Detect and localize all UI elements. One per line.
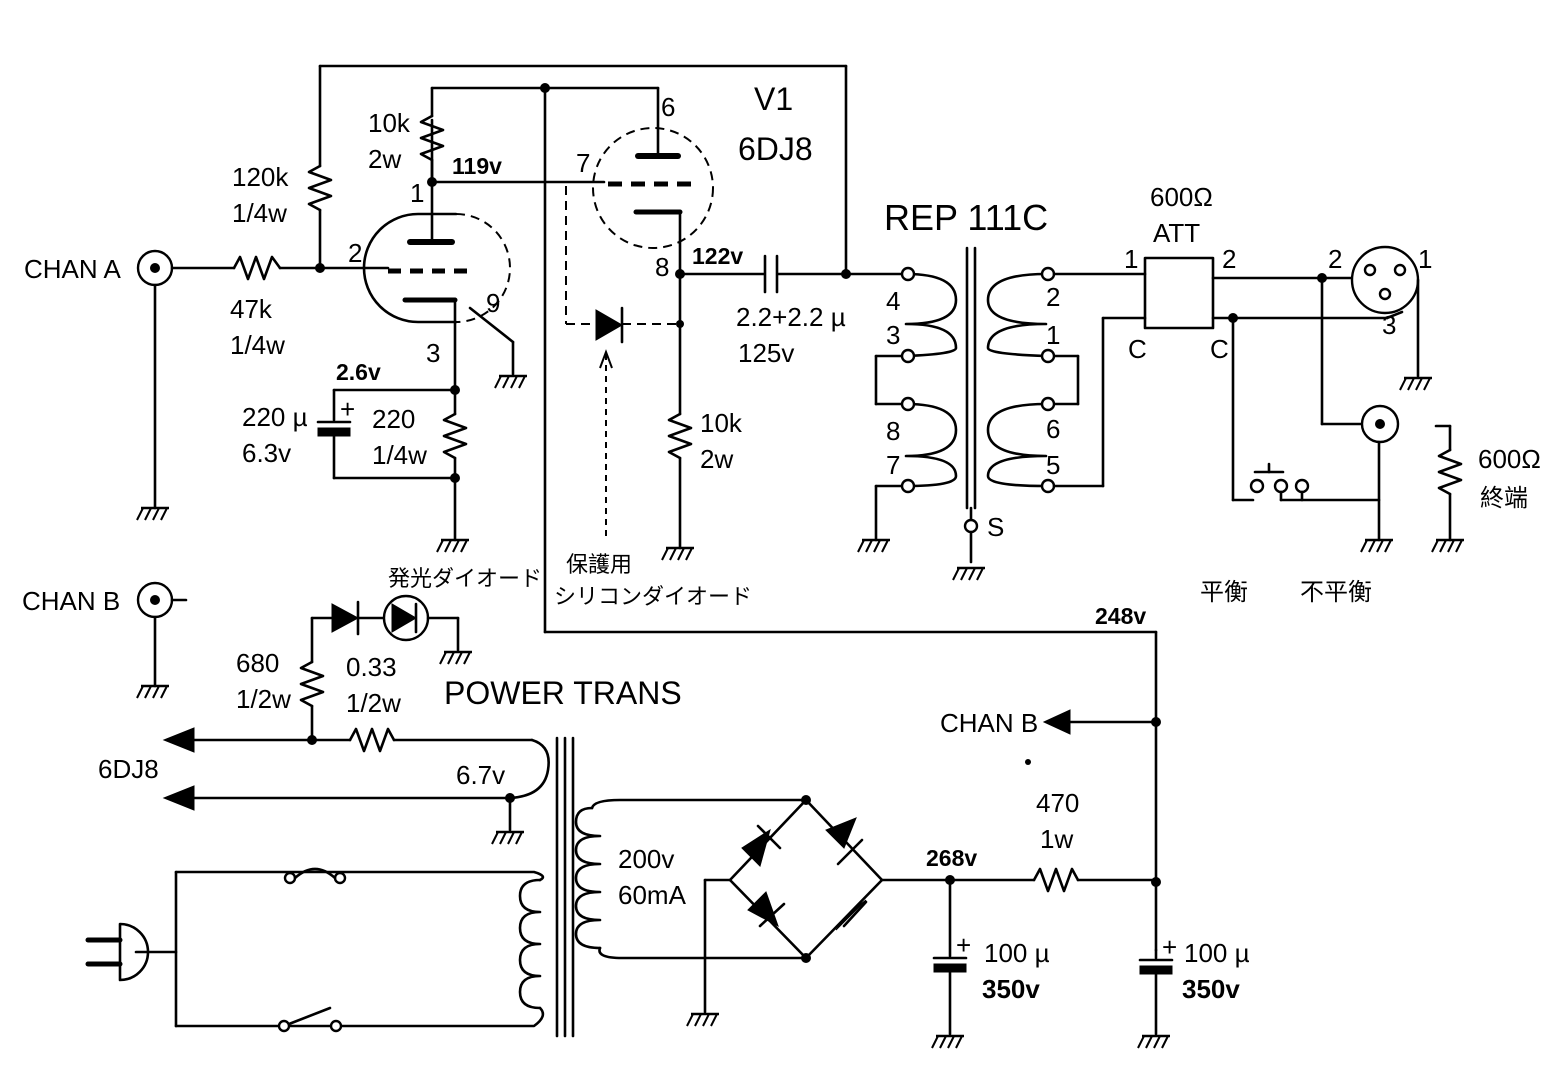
pin-9: 9	[486, 288, 500, 318]
sec-voltage: 200v	[618, 844, 674, 874]
led-note: 発光ダイオード	[388, 567, 542, 592]
output-transformer: REP 111C S 4 3 8 7	[856, 197, 1147, 582]
pri-pin-4: 4	[886, 286, 900, 316]
c-cathode-value: 220 µ	[242, 402, 308, 432]
filter-network: 470 1w + 100 µ 350v + 100 µ 350v	[930, 788, 1250, 1050]
r-fb-value: 120k	[232, 162, 289, 192]
att-label: ATT	[1153, 218, 1200, 248]
power-title: POWER TRANS	[444, 675, 682, 711]
r-plate-value: 10k	[368, 108, 411, 138]
r-filter-value: 470	[1036, 788, 1079, 818]
chan-a-input: CHAN A	[24, 249, 236, 522]
pin-6: 6	[661, 92, 675, 122]
att-common-r: C	[1210, 334, 1229, 364]
cathode-network: + 2.6v 220 µ 6.3v 220 1/4w	[242, 359, 471, 554]
xlr-output: 2 1 3	[1328, 244, 1434, 392]
sec-pin-1: 1	[1046, 320, 1060, 350]
b-plus-rail: 248v CHAN B	[543, 86, 1161, 952]
protect-note-1: 保護用	[566, 553, 632, 578]
r-cathode-power: 1/4w	[372, 440, 427, 470]
r-heater-power: 1/2w	[346, 688, 401, 718]
pri-pin-8: 8	[886, 416, 900, 446]
c-couple-volt: 125v	[738, 338, 794, 368]
r-term-label: 終端	[1480, 484, 1528, 512]
r-led-value: 680	[236, 648, 279, 678]
voltage-plate1: 119v	[452, 153, 502, 179]
attenuator: 600Ω ATT 1 2 C C	[1124, 182, 1389, 364]
att-ohms: 600Ω	[1150, 182, 1213, 212]
sec-current: 60mA	[618, 880, 687, 910]
voltage-cathode: 2.6v	[336, 359, 381, 385]
pin-3: 3	[426, 338, 440, 368]
coupling-cap: 122v 2.2+2.2 µ 125v	[678, 243, 904, 368]
pin-7: 7	[576, 148, 590, 178]
r-plate-power: 2w	[368, 144, 401, 174]
heater-supply: 0.33 1/2w 6DJ8 6.7v	[98, 652, 550, 846]
tube-type: 6DJ8	[738, 131, 813, 167]
c-couple-value: 2.2+2.2 µ	[736, 302, 846, 332]
voltage-heater: 6.7v	[456, 760, 505, 790]
att-pin-1: 1	[1124, 244, 1138, 274]
sec-pin-6: 6	[1046, 414, 1060, 444]
r-cathode-value: 220	[372, 404, 415, 434]
resistor-10k-plate: 10k 2w 119v	[368, 83, 660, 187]
power-transformer: POWER TRANS 200v 60mA	[85, 675, 808, 1038]
pin-1: 1	[410, 178, 424, 208]
r-cathode2-power: 2w	[700, 444, 733, 474]
led-indicator: 発光ダイオード 680 1/2w	[236, 567, 542, 745]
att-pin-2: 2	[1222, 244, 1236, 274]
transformer-name: REP 111C	[884, 197, 1048, 238]
c-filter1-value: 100 µ	[984, 938, 1050, 968]
xlr-pin-2: 2	[1328, 244, 1342, 274]
r-term-value: 600Ω	[1478, 444, 1541, 474]
protection-diode: 保護用 シリコンダイオード	[554, 186, 752, 610]
bridge-rectifier: 268v	[685, 795, 1036, 1028]
tube-section-1: 1 2 3 9	[318, 118, 529, 392]
shield-label: S	[987, 512, 1004, 542]
voltage-supply-b: 248v	[1095, 603, 1146, 629]
pin-8: 8	[655, 252, 669, 282]
voltage-plate2: 122v	[692, 243, 743, 269]
protect-note-2: シリコンダイオード	[554, 585, 752, 610]
cap1-plus: +	[956, 930, 971, 960]
att-common-l: C	[1128, 334, 1147, 364]
heater-target: 6DJ8	[98, 754, 159, 784]
xlr-pin-3: 3	[1382, 310, 1396, 340]
cap-plus: +	[340, 394, 355, 424]
chan-b-out-label: CHAN B	[940, 708, 1038, 738]
pri-pin-3: 3	[886, 320, 900, 350]
mode-balanced: 平衡	[1200, 578, 1248, 606]
chan-a-label: CHAN A	[24, 254, 121, 284]
pri-pin-7: 7	[886, 450, 900, 480]
sec-pin-5: 5	[1046, 450, 1060, 480]
cap2-plus: +	[1162, 932, 1177, 962]
r-fb-power: 1/4w	[232, 198, 287, 228]
xlr-pin-1: 1	[1418, 244, 1432, 274]
pin-2: 2	[348, 238, 362, 268]
c-filter2-volt: 350v	[1182, 974, 1240, 1004]
r-led-power: 1/2w	[236, 684, 291, 714]
r-filter-power: 1w	[1040, 824, 1073, 854]
voltage-supply-a: 268v	[926, 845, 977, 871]
tube-ref: V1	[754, 81, 793, 117]
c-cathode-volt: 6.3v	[242, 438, 291, 468]
chan-b-input: CHAN B	[22, 581, 188, 700]
output-switching: 平衡 不平衡	[1200, 273, 1400, 606]
chan-b-label: CHAN B	[22, 586, 120, 616]
tube-section-2: 6 7 8 V1 6DJ8	[576, 81, 813, 282]
r-grid-power: 1/4w	[230, 330, 285, 360]
cathode-2-resistor: 10k 2w	[660, 269, 743, 562]
mode-unbalanced: 不平衡	[1300, 578, 1372, 606]
r-heater-value: 0.33	[346, 652, 397, 682]
sec-pin-2: 2	[1046, 282, 1060, 312]
resistor-47k: 47k 1/4w	[230, 255, 322, 360]
r-grid-value: 47k	[230, 294, 273, 324]
r-cathode2-value: 10k	[700, 408, 743, 438]
c-filter1-volt: 350v	[982, 974, 1040, 1004]
c-filter2-value: 100 µ	[1184, 938, 1250, 968]
termination-resistor: 600Ω 終端	[1430, 424, 1541, 554]
